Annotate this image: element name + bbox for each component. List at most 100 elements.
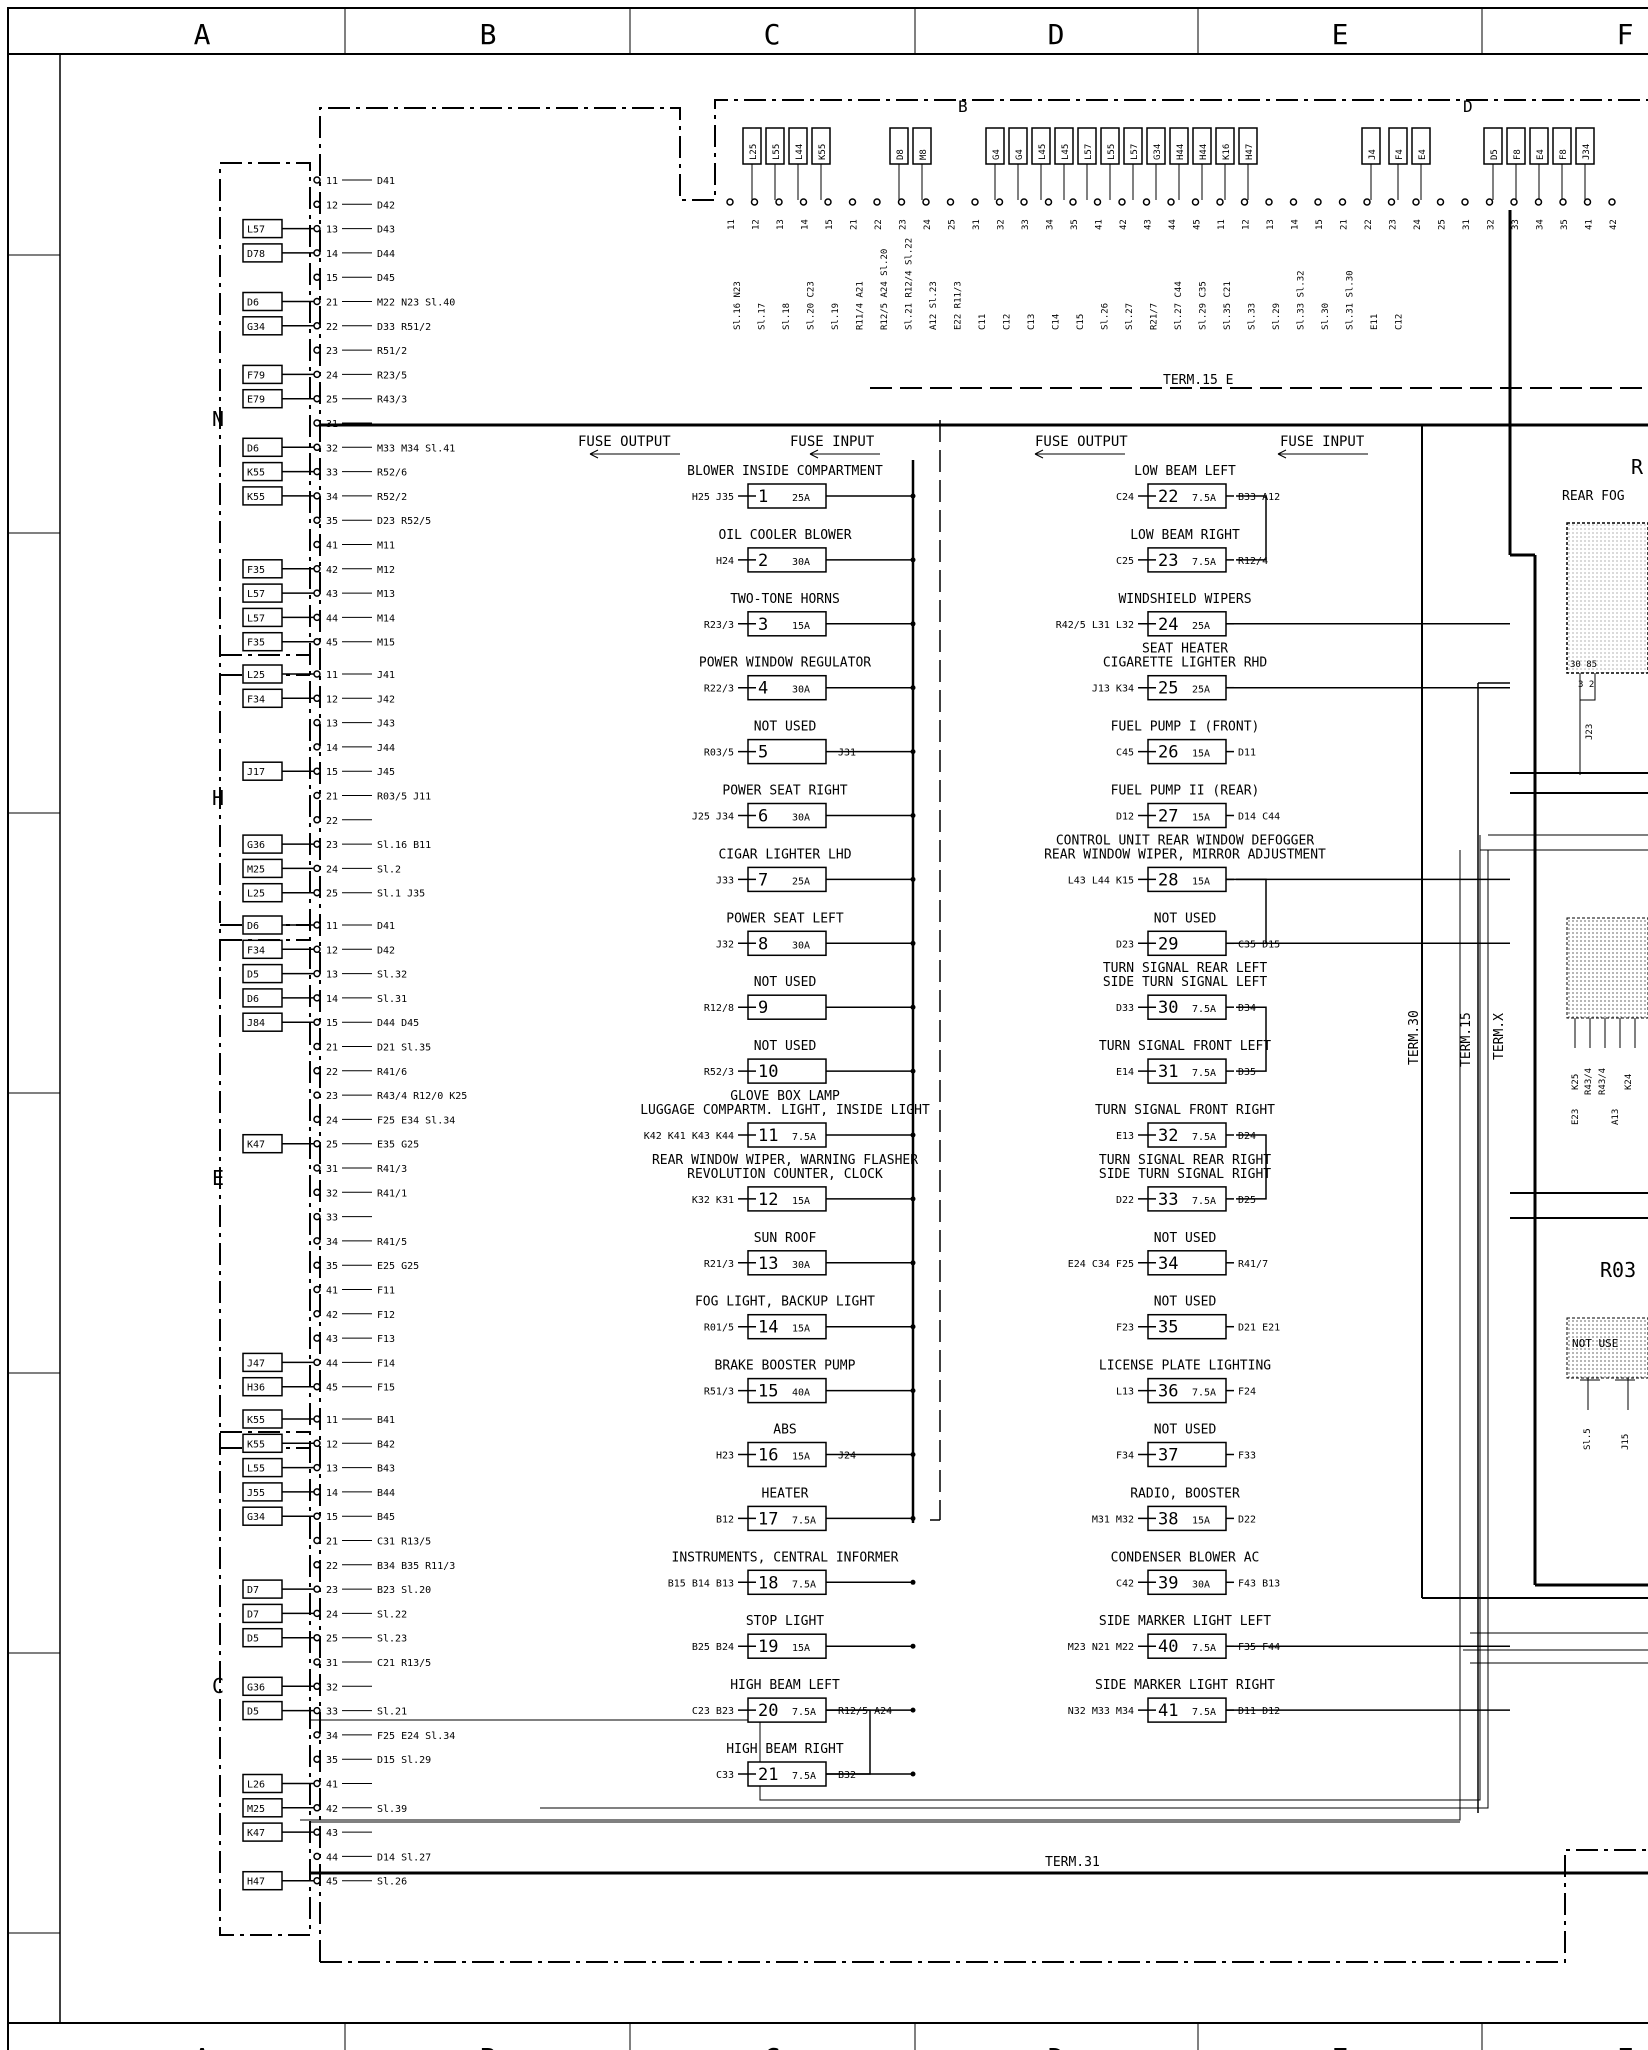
- top-pin: 41: [1583, 198, 1595, 230]
- connector-signals: Sl.26: [377, 1877, 407, 1888]
- fuse-input-wires: D11 D12: [1238, 1706, 1280, 1717]
- fuse-number: 9: [758, 998, 768, 1018]
- top-pin-dot: [1044, 198, 1053, 206]
- fuse-title-line2: REAR WINDOW WIPER, MIRROR ADJUSTMENT: [1044, 847, 1326, 862]
- top-box-label: D8: [896, 149, 906, 160]
- top-pin-number: 21: [1340, 219, 1350, 230]
- fuse-output-wires: C23 B23: [692, 1706, 734, 1717]
- fuse-rating: 30A: [792, 1260, 810, 1271]
- block-letter-h: H: [212, 786, 224, 810]
- connector-pin-number: 35: [326, 516, 338, 527]
- connector-pin-dot: [313, 1585, 321, 1593]
- fuse-number: 34: [1158, 1254, 1178, 1274]
- fuse-output-wires: C24: [1116, 492, 1134, 503]
- connector-pin-number: 34: [326, 1731, 338, 1742]
- top-pin-number: 42: [1119, 219, 1129, 230]
- fuse-title-line2: CIGARETTE LIGHTER RHD: [1103, 656, 1268, 671]
- connector-pin-dot: [313, 516, 321, 524]
- connector-ref-label: H36: [247, 1383, 265, 1394]
- frame: [7, 7, 1648, 2050]
- fuse-junction: [910, 1132, 916, 1138]
- connector-pin-number: 12: [326, 945, 338, 956]
- fuse-box: [1147, 802, 1227, 829]
- top-ref-box: H44: [1192, 127, 1212, 200]
- column-label-top: A: [194, 18, 211, 51]
- connector-pin-number: 43: [326, 1334, 338, 1345]
- top-box-label: L45: [1038, 144, 1048, 160]
- top-pin-number: 15: [1315, 219, 1325, 230]
- connector-pin-dot: [313, 273, 321, 281]
- connector-ref-label: L55: [247, 1464, 265, 1475]
- fuse-output-wires: R23/3: [704, 620, 734, 631]
- top-ref-box: G4: [1008, 127, 1028, 200]
- top-box-label: L55: [772, 144, 782, 160]
- top-pin-dot: [1363, 198, 1371, 206]
- fuse-number: 38: [1158, 1509, 1178, 1529]
- connector-pin-number: 21: [326, 1043, 338, 1054]
- connector-pin-number: 25: [326, 395, 338, 406]
- connector-pin-dot: [313, 1633, 321, 1642]
- top-pin-number: 22: [874, 219, 884, 230]
- top-box-label: F8: [1513, 149, 1523, 160]
- top-pin-dot: [1118, 198, 1126, 206]
- connector-signals: M33 M34 Sl.41: [377, 443, 455, 454]
- connector-pin-number: 42: [326, 1804, 338, 1815]
- top-pin-number: 43: [1144, 219, 1154, 230]
- connector-pin-dot: [313, 1382, 321, 1391]
- fuse-box: [1147, 611, 1227, 637]
- top-pin-number: 34: [1536, 219, 1546, 230]
- top-pin: 32: [1485, 198, 1497, 230]
- connector-pin-number: 33: [326, 1707, 338, 1718]
- connector-pin-number: 34: [326, 492, 338, 503]
- top-pin-dot: [995, 198, 1004, 206]
- connector-pin-dot: [313, 1779, 321, 1788]
- top-box-label: M8: [919, 149, 929, 160]
- fuse-title: NOT USED: [1154, 1423, 1217, 1438]
- top-pin-dot: [1534, 198, 1543, 206]
- relay-wire-j23: J23: [1585, 724, 1595, 740]
- fuse-rating: 25A: [792, 876, 810, 887]
- fuse-junction: [910, 1196, 916, 1202]
- connector-signals: J44: [377, 743, 395, 754]
- top-pin-signals: Sl.19: [831, 303, 841, 330]
- fuse-output-wires: R03/5: [704, 748, 734, 759]
- top-pin-signals: Sl.30: [1321, 303, 1331, 330]
- fuse-rating: 15A: [1192, 876, 1210, 887]
- connector-signals: Sl.22: [377, 1609, 407, 1620]
- connector-ref-label: G34: [247, 322, 265, 333]
- fuse-title: HIGH BEAM LEFT: [730, 1678, 840, 1693]
- fuse-number: 36: [1158, 1382, 1178, 1402]
- relay-wire-r43-4-a: R43/4: [1584, 1068, 1594, 1095]
- fuse-number: 23: [1158, 551, 1178, 571]
- fuse-rating: 15A: [792, 1196, 810, 1207]
- connector-signals: R41/3: [377, 1164, 407, 1175]
- fuse-output-wires: C25: [1116, 556, 1134, 567]
- top-pin-signals: Sl.33 Sl.32: [1297, 270, 1307, 330]
- top-box-label: J4: [1368, 149, 1378, 160]
- top-pin-signals: Sl.29 C35: [1199, 281, 1209, 330]
- column-label-bottom: D: [1048, 2042, 1065, 2050]
- fuse-output-wires: R21/3: [704, 1259, 734, 1270]
- connector-pin-dot: [313, 1561, 321, 1569]
- connector-ref-label: D5: [247, 1634, 259, 1645]
- bus-lines: [300, 210, 1648, 1875]
- fuse-junction: [910, 1068, 916, 1074]
- top-ref-box: J4: [1361, 127, 1381, 200]
